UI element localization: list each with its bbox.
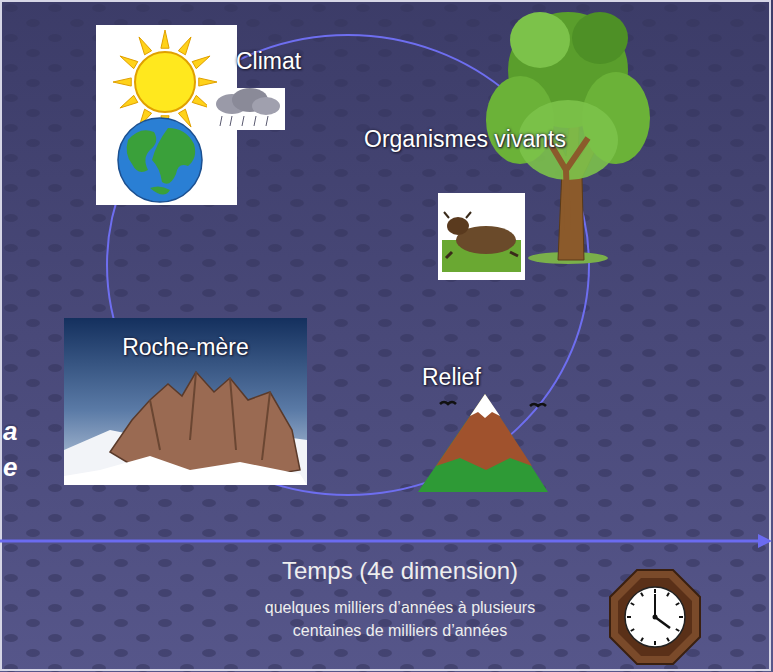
clock-picture-part [618, 578, 692, 656]
cow-picture [438, 193, 525, 280]
clock-tick [627, 616, 631, 618]
bedrock-picture-part [64, 456, 307, 485]
clock-tick [676, 629, 679, 631]
text-fragment: e [3, 452, 17, 483]
climate-picture-part [220, 116, 268, 126]
climate-picture-part-part [230, 116, 232, 126]
sun-ray [139, 37, 152, 55]
clock-tick [631, 629, 634, 631]
clock-tick [654, 641, 656, 645]
clock-picture-part [627, 589, 683, 645]
clock-tick [641, 593, 643, 596]
clock-tick [654, 589, 656, 593]
sun-ray [192, 56, 210, 69]
factor-name: Roche-mère [72, 334, 299, 362]
axis-note: quelques milliers d’années à plusieurs c… [210, 596, 590, 642]
bedrock-picture-part [64, 318, 307, 485]
clock-picture-part [655, 617, 670, 628]
relief-picture-part [436, 394, 532, 470]
bedrock-picture [64, 318, 307, 485]
clock-picture-part [610, 570, 700, 664]
cow-picture-part [447, 217, 469, 235]
climate-picture-part-part [254, 116, 256, 126]
bedrock-picture-part [150, 372, 270, 460]
factor-name: Climat [236, 48, 301, 76]
climate-picture-part [118, 118, 202, 202]
climate-picture-part-part [266, 116, 268, 126]
sun-ray [199, 78, 217, 86]
climate-picture-part-part [220, 116, 222, 126]
clock-picture-part [654, 594, 656, 617]
climate-picture-part [152, 128, 195, 184]
climate-picture-part [150, 186, 170, 194]
time-axis-part [758, 534, 772, 548]
time-axis-part [0, 540, 760, 543]
climate-picture-part [127, 130, 157, 172]
cow-picture-part [438, 193, 525, 280]
factor-name: Organismes vivants [364, 126, 566, 154]
clock-tick [676, 603, 679, 605]
climate-picture-part [135, 52, 195, 112]
climate-picture-part [207, 88, 285, 130]
clock-tick [679, 616, 683, 618]
factor-label: Climat [232, 46, 305, 78]
factor-name: Relief [422, 364, 481, 392]
sun-ray [120, 95, 138, 108]
sun-ray [178, 37, 191, 55]
sun-ray [113, 78, 131, 86]
clock-tick [667, 593, 669, 596]
cow-picture-part [444, 212, 471, 218]
clock-picture-part [625, 587, 685, 647]
clock-picture [610, 570, 700, 664]
relief-picture [418, 394, 548, 492]
factor-box: Roche-mère [64, 318, 307, 485]
sun-ray [161, 30, 169, 48]
clock-tick [667, 638, 669, 641]
factor-label: Organismes vivants [360, 124, 570, 156]
text-fragment: a [3, 416, 17, 447]
climate-picture-part [252, 97, 280, 115]
tree-picture-part [572, 12, 628, 64]
time-axis [0, 534, 772, 548]
factor-label: Relief [418, 362, 485, 394]
relief-picture-part [440, 402, 546, 406]
sun-ray [120, 56, 138, 69]
clock-picture-part [653, 615, 658, 620]
cow-picture-part [446, 252, 518, 258]
clock-tick [631, 603, 634, 605]
tree-picture-part [510, 12, 570, 68]
cycle-circle [107, 35, 589, 495]
axis-title: Temps (4e dimension) [180, 557, 620, 585]
climate-picture-part-part [242, 116, 244, 126]
relief-picture-part [470, 394, 500, 418]
clock-tick [641, 638, 643, 641]
relief-picture-part [418, 394, 548, 492]
